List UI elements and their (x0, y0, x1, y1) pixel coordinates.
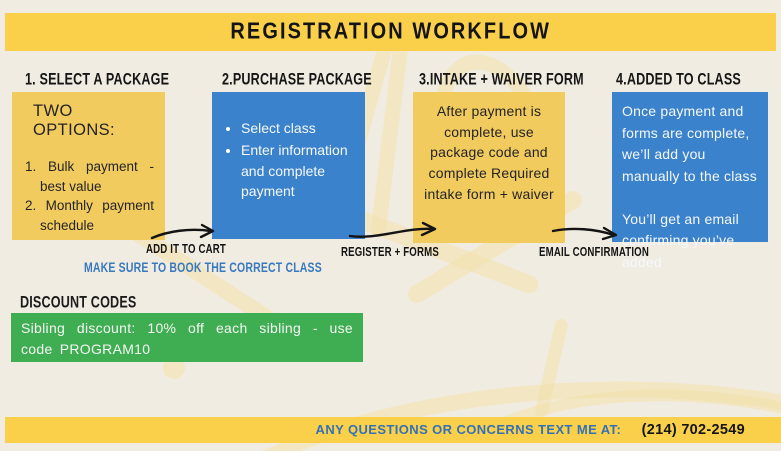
step1-options-list: 1. Bulk payment - best value 2. Monthly … (25, 157, 154, 235)
connector-label-register-forms: REGISTER + FORMS (341, 246, 439, 260)
discount-codes-heading: DISCOUNT CODES (20, 293, 137, 312)
step2-bullet-list: Select class Enter information and compl… (226, 118, 353, 201)
discount-code-box: Sibling discount: 10% off each sibling -… (11, 313, 363, 362)
discount-code-text: Sibling discount: 10% off each sibling -… (21, 320, 353, 357)
page-title: REGISTRATION WORKFLOW (230, 18, 551, 45)
list-item: Enter information and complete payment (241, 140, 353, 201)
arrow-right-icon (348, 221, 440, 248)
step4-text: You’ll get an email confirming you’ve ad… (622, 210, 739, 271)
step2-heading: 2.PURCHASE PACKAGE (222, 70, 372, 89)
watermark-shape (163, 357, 185, 379)
list-item: 2. Monthly payment schedule (25, 198, 154, 233)
step1-box-title: TWO OPTIONS: (33, 102, 116, 139)
connector-label-add-to-cart: ADD IT TO CART (146, 243, 226, 257)
list-item: Select class (241, 118, 353, 138)
header-banner: REGISTRATION WORKFLOW (5, 13, 776, 51)
step1-heading: 1. SELECT A PACKAGE (25, 70, 170, 89)
step3-text: After payment is complete, use package c… (424, 103, 554, 202)
step2-box: Select class Enter information and compl… (212, 92, 365, 239)
step4-box: Once payment and forms are complete, we’… (612, 92, 768, 270)
connector-note-book-correct-class: MAKE SURE TO BOOK THE CORRECT CLASS (84, 260, 322, 276)
step3-heading: 3.INTAKE + WAIVER FORM (419, 70, 584, 89)
step4-text: Once payment and forms are complete, we’… (622, 103, 757, 185)
arrow-right-icon (551, 223, 621, 246)
arrow-right-icon (150, 222, 220, 247)
footer-contact-bar: ANY QUESTIONS OR CONCERNS TEXT ME AT: (2… (5, 417, 781, 443)
footer-phone-number: (214) 702-2549 (641, 422, 745, 438)
list-item: 1. Bulk payment - best value (25, 159, 154, 194)
step3-box: After payment is complete, use package c… (413, 92, 565, 243)
connector-label-email-confirmation: EMAIL CONFIRMATION (539, 246, 650, 260)
footer-contact-label: ANY QUESTIONS OR CONCERNS TEXT ME AT: (315, 422, 622, 437)
step4-heading: 4.ADDED TO CLASS (616, 70, 741, 89)
step1-box: TWO OPTIONS: 1. Bulk payment - best valu… (12, 92, 165, 240)
